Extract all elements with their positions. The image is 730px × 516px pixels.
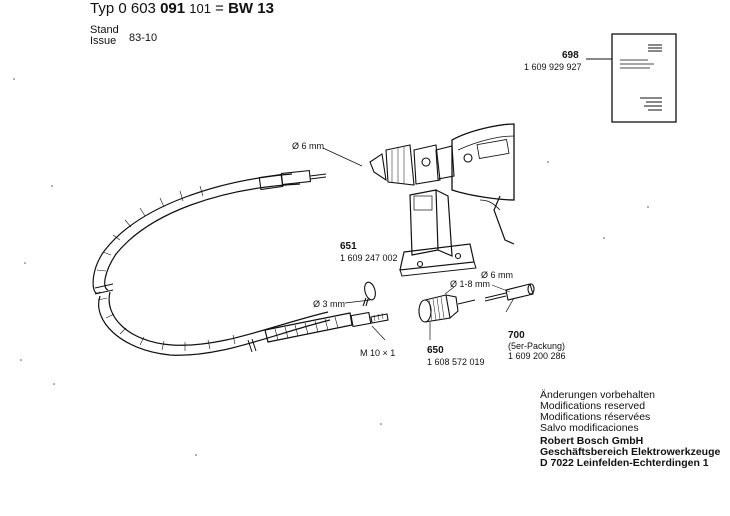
part-700-number: 700 <box>508 330 525 341</box>
part-651-partno: 1 609 247 002 <box>340 253 398 263</box>
stand-label: Stand <box>90 24 119 36</box>
footer-line-3: Modifications réservées <box>540 411 651 423</box>
drill-and-stand-drawing <box>369 123 515 277</box>
type-designation: Typ 0 603 091 101 = BW 13 <box>90 0 274 17</box>
part-651-number: 651 <box>340 241 357 252</box>
part-700-partno: 1 609 200 286 <box>508 351 566 361</box>
leader-lines <box>322 147 515 341</box>
part-698-partno: 1 609 929 927 <box>524 62 582 72</box>
part-698-number: 698 <box>562 50 579 61</box>
company-address: D 7022 Leinfelden-Echterdingen 1 <box>540 457 709 469</box>
typ-number-c: 101 <box>189 1 211 16</box>
part-700-note: (5er-Packung) <box>508 341 566 351</box>
scan-specks <box>13 78 649 456</box>
model-name: BW 13 <box>228 0 274 17</box>
pin-700-drawing <box>484 283 535 302</box>
footer-line-1: Änderungen vorbehalten <box>540 389 656 401</box>
typ-equals: = <box>215 0 224 17</box>
part-650-partno: 1 608 572 019 <box>427 357 485 367</box>
typ-number-a: 0 603 <box>118 0 156 17</box>
dim-shaft-diameter: Ø 6 mm <box>292 141 325 151</box>
leaflet-698-drawing <box>586 33 677 123</box>
dim-ring-diameter: Ø 3 mm <box>313 299 346 309</box>
typ-number-b: 091 <box>160 0 186 17</box>
company-division: Geschäftsbereich Elektrowerkzeuge <box>540 446 721 458</box>
ring-651-drawing <box>362 281 376 307</box>
issue-value: 83-10 <box>129 32 158 44</box>
typ-label: Typ <box>90 0 115 17</box>
dim-thread: M 10 × 1 <box>360 348 396 358</box>
company-name: Robert Bosch GmbH <box>540 435 644 447</box>
part-650-number: 650 <box>427 345 444 356</box>
footer-line-2: Modifications reserved <box>540 400 646 412</box>
dim-pin-diameter: Ø 6 mm <box>481 270 514 280</box>
dim-chuck-range: Ø 1-8 mm <box>450 279 491 289</box>
flexible-shaft-drawing <box>92 169 389 356</box>
footer-line-4: Salvo modificaciones <box>540 422 639 434</box>
chuck-650-drawing <box>418 294 476 323</box>
issue-label: Issue <box>90 35 117 47</box>
